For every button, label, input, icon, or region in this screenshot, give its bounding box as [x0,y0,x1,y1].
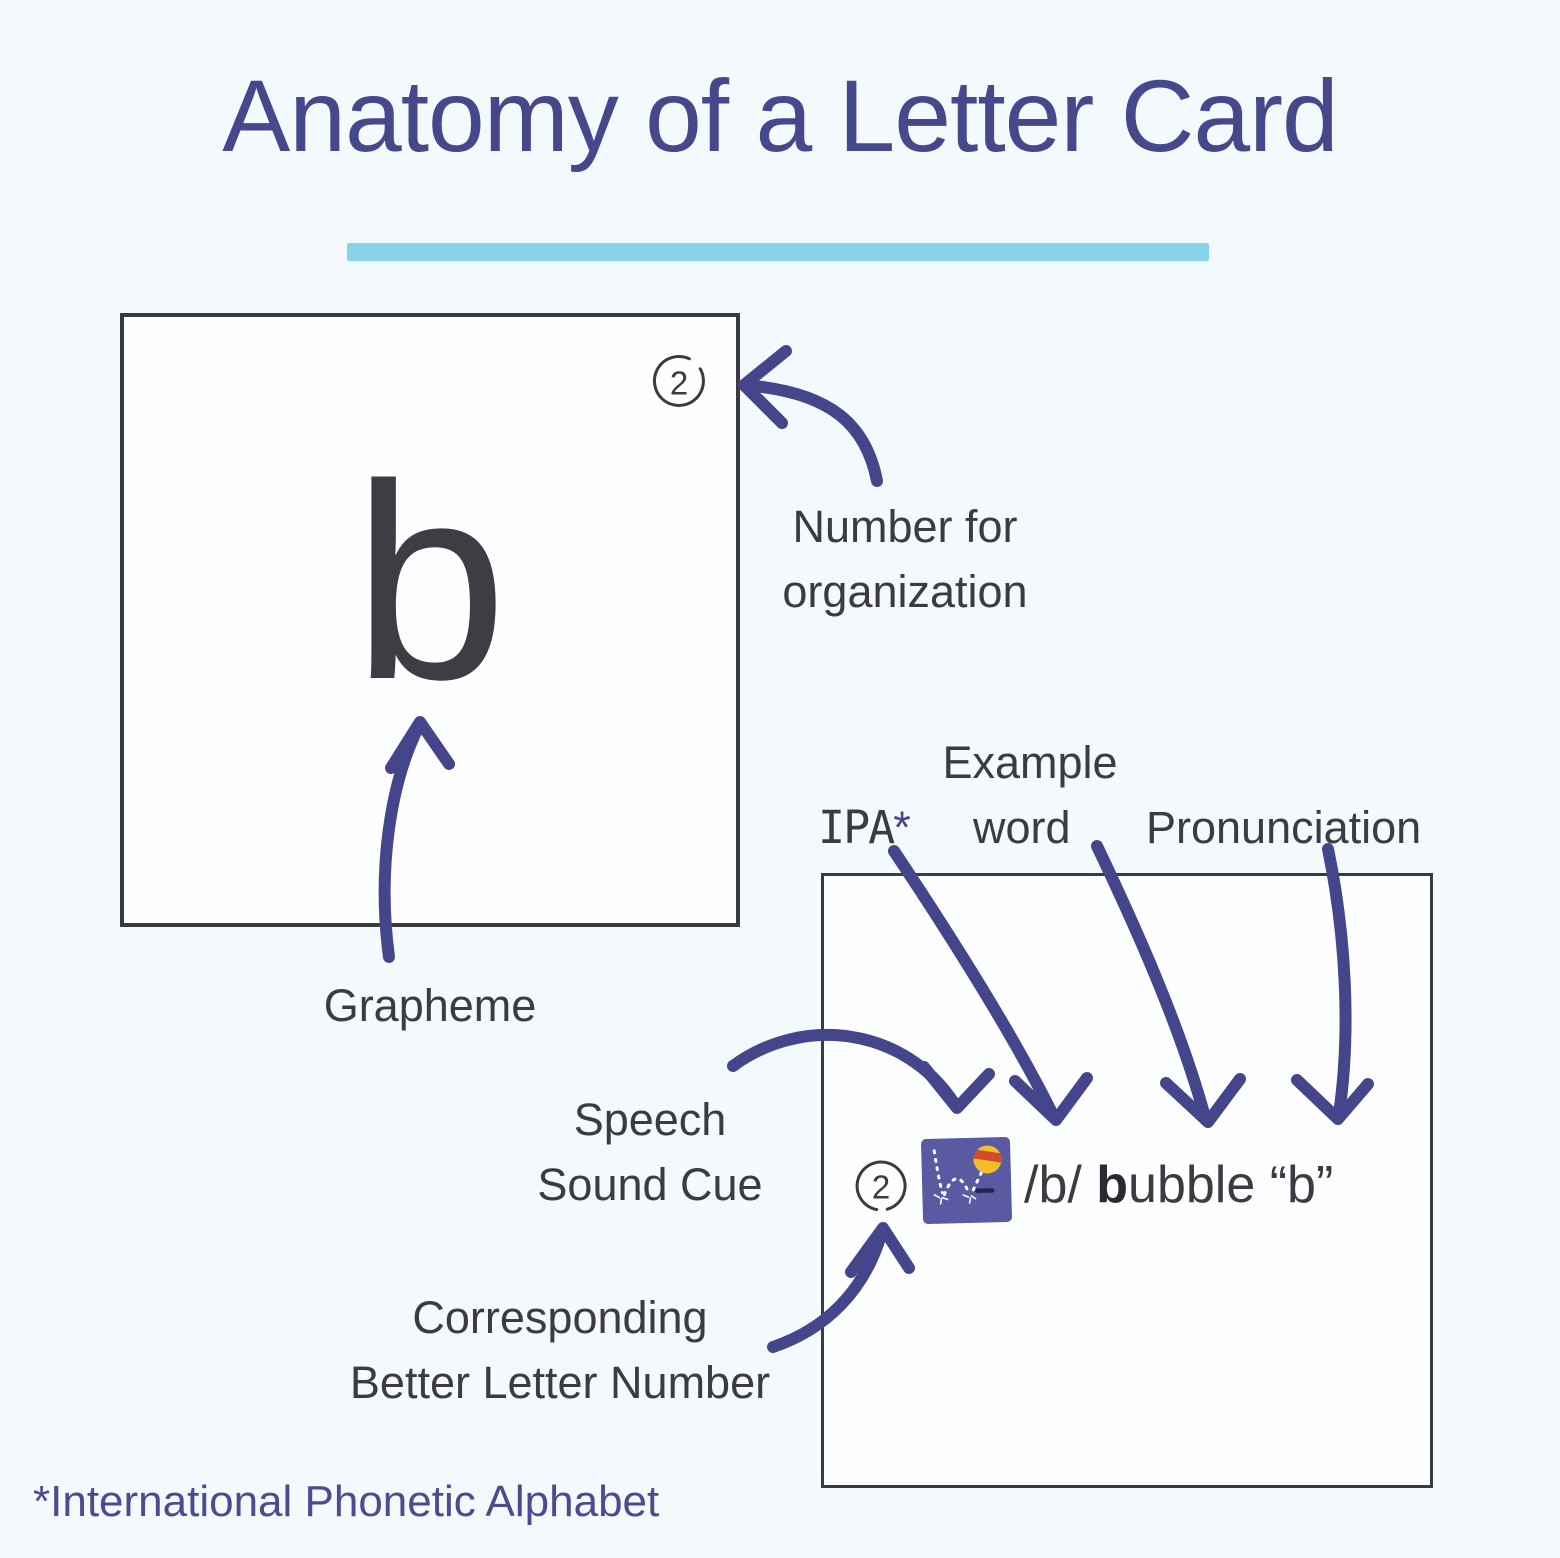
number-for-organization-label: Number for organization [705,494,1105,625]
card2-number: 2 [872,1169,890,1206]
ipa-asterisk: * [893,802,911,853]
ipa-text: IPA [818,801,895,854]
number-badge-circle [855,1160,907,1212]
letter-card-front [120,313,740,927]
grapheme-letter: b [352,426,508,737]
ball-bounce-arc [942,1177,971,1197]
card1-number-badge: 2 [652,354,705,407]
corresponding-number-label: Corresponding Better Letter Number [310,1285,810,1416]
pronunciation-label: Pronunciation [1146,802,1422,853]
footer-note: *International Phonetic Alphabet [33,1477,660,1526]
number-arrow [738,345,883,487]
title-underline-bar [347,243,1209,261]
word-label: word [973,802,1071,853]
number-badge-circle [652,354,705,407]
example-word-rest: ubble [1128,1156,1256,1214]
ball-rising-path [971,1170,984,1192]
speech-sound-cue-label: Speech Sound Cue [500,1087,800,1218]
corresponding-label-line1: Corresponding [412,1292,708,1343]
ball-stripe [971,1149,1004,1163]
card1-number: 2 [670,365,688,402]
number-label-line1: Number for [792,501,1018,552]
grapheme-label: Grapheme [323,980,537,1031]
corresponding-label-line2: Better Letter Number [349,1357,771,1409]
speech-label-line2: Sound Cue [537,1159,763,1211]
ipa-value: /b/ [1024,1156,1097,1214]
bounce-impact-spark-right [962,1194,977,1204]
speech-label-line1: Speech [573,1094,727,1145]
number-label-line2: organization [782,566,1028,618]
pronunciation-value: “b” [1255,1156,1334,1214]
bounce-impact-spark-left [933,1194,949,1205]
example-label: Example [942,737,1118,788]
page-title: Anatomy of a Letter Card [222,59,1339,173]
card2-number-badge: 2 [855,1160,907,1212]
speech-sound-cue-icon [921,1136,1012,1225]
ipa-label: IPA* [818,795,911,860]
example-word-bold-letter: b [1096,1156,1129,1214]
